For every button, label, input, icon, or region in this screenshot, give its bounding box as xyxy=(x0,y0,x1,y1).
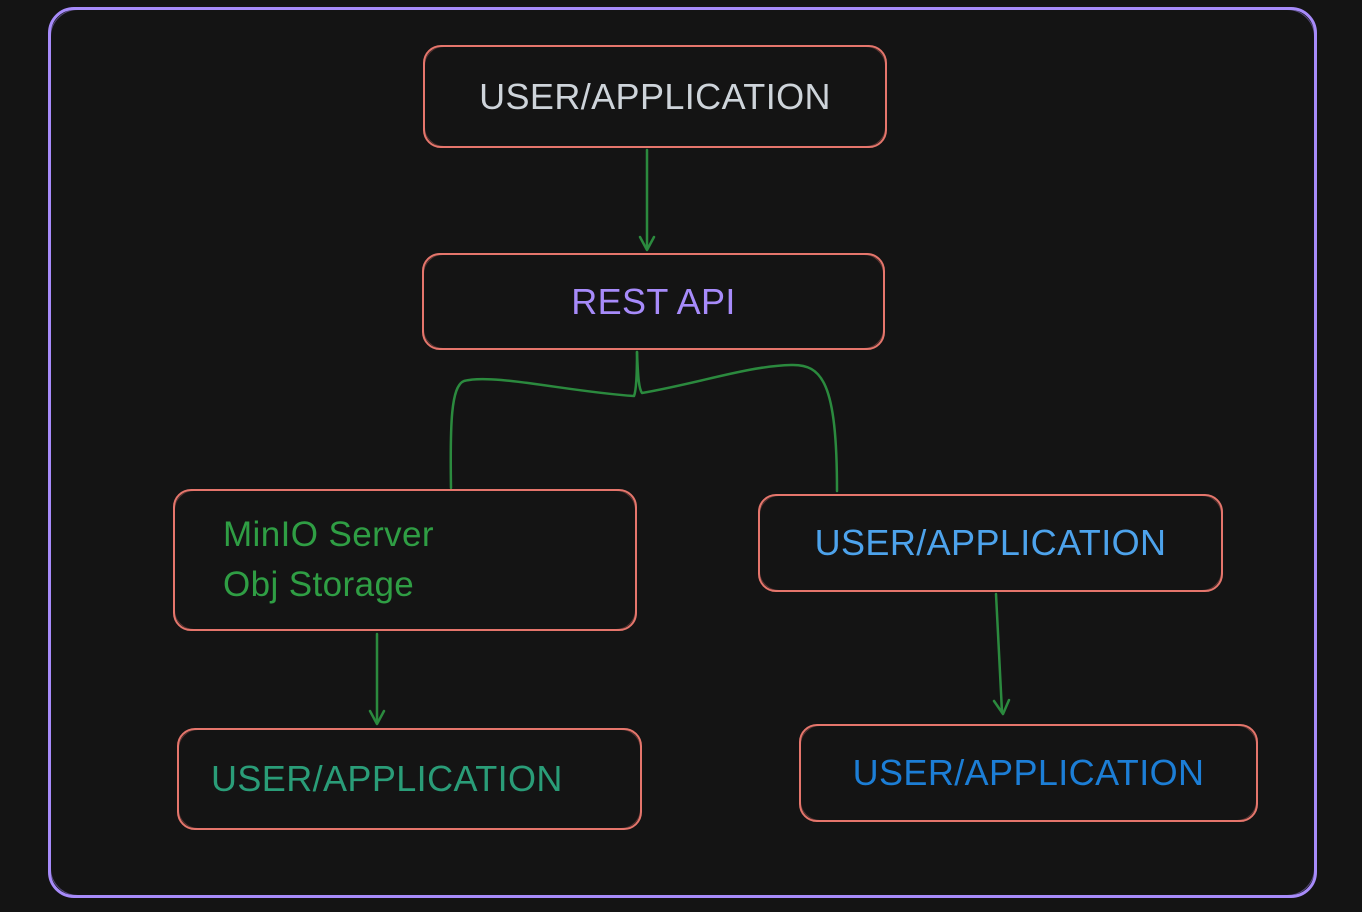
node-minio-server-label: MinIO Server Obj Storage xyxy=(223,510,434,610)
node-user-application-top-label: USER/APPLICATION xyxy=(479,75,831,117)
node-minio-server: MinIO Server Obj Storage xyxy=(173,489,637,631)
diagram-outer-frame xyxy=(48,7,1317,898)
node-rest-api: REST API xyxy=(422,253,885,350)
node-user-application-bottom-right-label: USER/APPLICATION xyxy=(852,752,1205,793)
node-user-application-top: USER/APPLICATION xyxy=(423,45,887,148)
node-rest-api-label: REST API xyxy=(571,280,736,322)
node-user-application-right-label: USER/APPLICATION xyxy=(814,522,1167,563)
node-user-application-bottom-left-label: USER/APPLICATION xyxy=(211,758,563,799)
node-user-application-bottom-left: USER/APPLICATION xyxy=(177,728,642,830)
node-minio-server-label-line1: MinIO Server xyxy=(223,515,434,554)
node-user-application-bottom-right: USER/APPLICATION xyxy=(799,724,1258,822)
node-user-application-right: USER/APPLICATION xyxy=(758,494,1223,592)
node-minio-server-label-line2: Obj Storage xyxy=(223,565,415,604)
